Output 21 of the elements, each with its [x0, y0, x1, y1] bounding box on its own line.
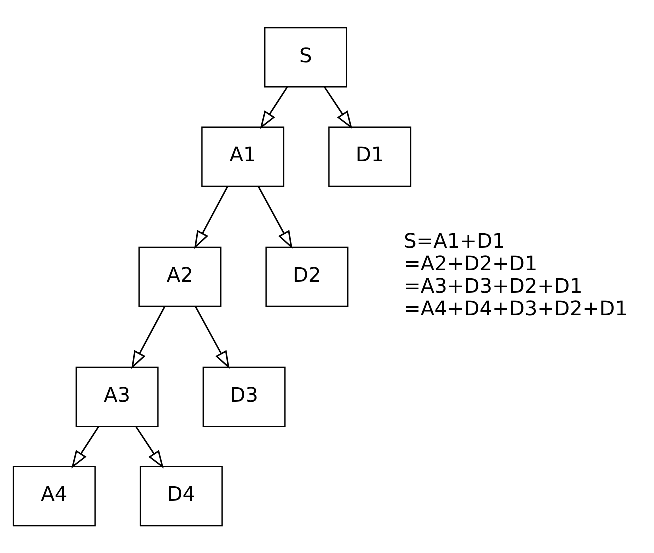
arrow	[260, 86, 288, 129]
label: =A2+D2+D1	[404, 250, 538, 275]
node-box: A1	[202, 126, 285, 187]
node-box: A3	[76, 366, 159, 427]
arrow	[194, 186, 229, 249]
label: S=A1+D1	[404, 228, 506, 252]
node-box: S	[264, 26, 348, 88]
arrow	[72, 426, 100, 468]
arrow	[258, 186, 293, 249]
label: =A4+D4+D3+D2+D1	[404, 296, 628, 320]
node-box: D3	[202, 366, 286, 427]
arrow	[136, 426, 164, 468]
arrow	[195, 306, 230, 369]
node-box: D2	[266, 246, 349, 307]
node-box: D1	[328, 126, 412, 187]
arrow	[324, 86, 353, 129]
node-box: A4	[12, 466, 96, 526]
label: =A3+D3+D2+D1	[404, 274, 583, 298]
node-box: A2	[138, 246, 222, 307]
node-box: D4	[140, 466, 223, 526]
arrow	[132, 306, 166, 369]
